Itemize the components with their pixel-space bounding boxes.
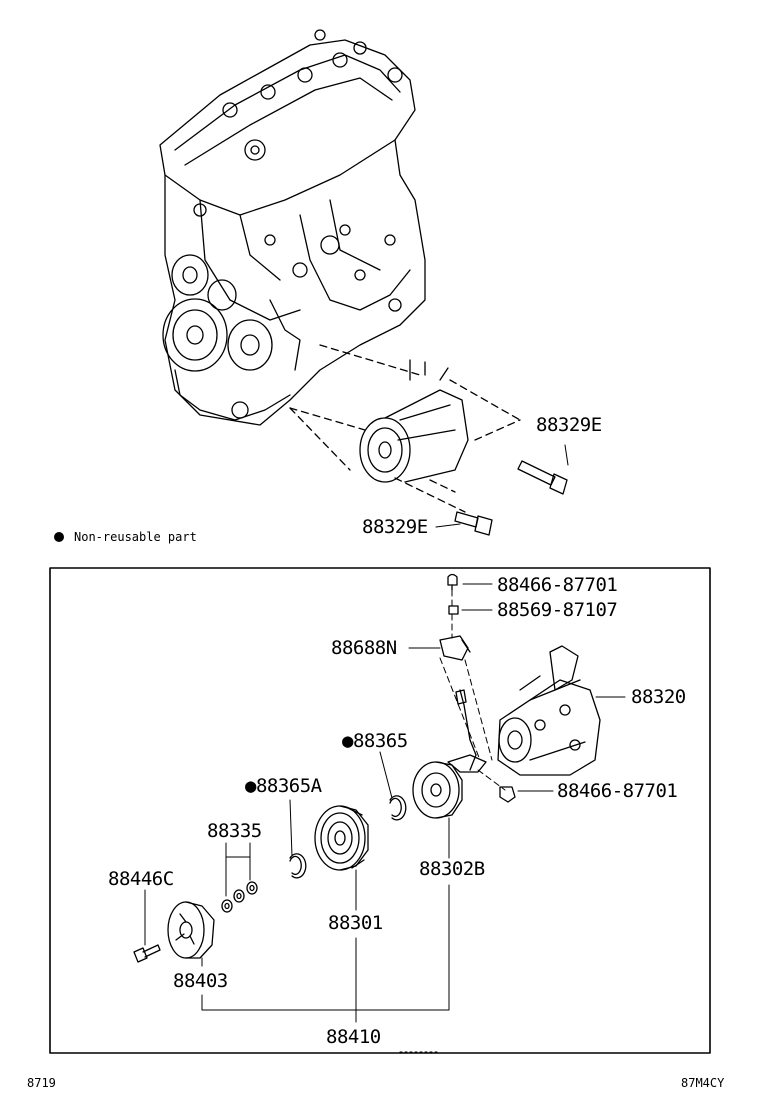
- wire-harness-88688N: [439, 635, 487, 773]
- callout-88446C[interactable]: 88446C: [108, 868, 174, 890]
- snap-ring-88365A: [289, 853, 307, 879]
- callout-88320[interactable]: 88320: [631, 686, 686, 708]
- callout-88302B[interactable]: 88302B: [419, 858, 485, 880]
- clutch-coil-88302B: [412, 761, 463, 819]
- legend-label: Non-reusable part: [74, 530, 197, 544]
- callout-88403[interactable]: 88403: [173, 970, 228, 992]
- legend: Non-reusable part: [54, 530, 197, 544]
- callout-88329E-lower[interactable]: 88329E: [362, 516, 428, 538]
- footer-right-code: 87M4CY: [681, 1076, 725, 1090]
- snap-ring-88365: [389, 795, 407, 821]
- leader-88365: [379, 751, 393, 799]
- leader-bolt-lower: [435, 523, 461, 528]
- leader-88335: [225, 842, 251, 897]
- engine-illustration: [159, 29, 426, 426]
- clip-88466-87701-top: [447, 573, 458, 591]
- engine-bolt-upper: [517, 460, 568, 495]
- engine-compressor-illustration: [359, 359, 469, 483]
- callout-88466-87701-side[interactable]: 88466-87701: [557, 780, 678, 802]
- exploded-view-frame: [49, 567, 711, 1054]
- callout-88688N[interactable]: 88688N: [331, 637, 397, 659]
- callout-88335[interactable]: 88335: [207, 820, 262, 842]
- assembly-bracket-88410: [201, 884, 450, 1023]
- pulley-88301: [314, 805, 369, 871]
- callout-88410[interactable]: 88410: [326, 1026, 381, 1048]
- bolt-88446C: [133, 944, 161, 963]
- callout-88365[interactable]: ●88365: [342, 730, 408, 752]
- callout-88301[interactable]: 88301: [328, 912, 383, 934]
- harness-guides: [439, 589, 506, 791]
- non-reusable-bullet-icon: [54, 532, 64, 542]
- bolt-88466-87701-side: [499, 786, 516, 803]
- clip-88569-87107: [448, 605, 459, 615]
- footer-left-code: 8719: [27, 1076, 56, 1090]
- callout-88365A[interactable]: ●88365A: [245, 775, 322, 797]
- leader-bolt-upper: [564, 444, 569, 466]
- clutch-hub-88403: [167, 901, 215, 959]
- shims-88335: [221, 881, 258, 913]
- engine-bolt-lower: [454, 511, 493, 536]
- engine-mount-guides: [289, 344, 521, 513]
- callout-88466-87701-top[interactable]: 88466-87701: [497, 574, 618, 596]
- leader-88365A: [289, 799, 293, 857]
- callout-88329E-upper[interactable]: 88329E: [536, 414, 602, 436]
- callout-88569-87107[interactable]: 88569-87107: [497, 599, 618, 621]
- compressor-88320: [497, 645, 601, 776]
